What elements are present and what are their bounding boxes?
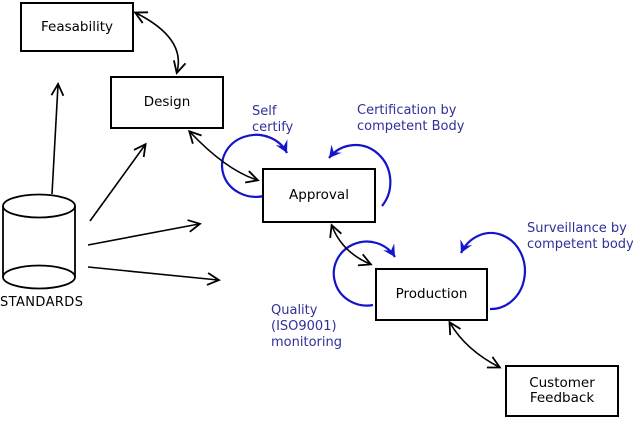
arrow-feasability-design bbox=[133, 11, 187, 75]
loop-certification bbox=[328, 143, 392, 207]
node-design-label: Design bbox=[143, 94, 191, 110]
arrow-standards-to-production bbox=[87, 266, 221, 286]
node-feasability-label: Feasability bbox=[40, 18, 113, 35]
annotation-quality-line3: monitoring bbox=[271, 335, 342, 350]
annotation-certification-line1: Certification by bbox=[357, 103, 457, 118]
annotation-quality-monitoring: Quality (ISO9001) monitoring bbox=[271, 303, 342, 351]
arrow-production-customer-feedback bbox=[448, 320, 502, 369]
node-approval: Approval bbox=[262, 168, 376, 223]
arrow-standards-to-feasability bbox=[50, 82, 65, 195]
annotation-self-certify: Self certify bbox=[252, 104, 293, 136]
node-production-label: Production bbox=[395, 286, 468, 302]
arrow-design-approval bbox=[187, 129, 260, 184]
node-customer-feedback-line1: Customer bbox=[529, 375, 595, 391]
annotation-self-certify-line1: Self bbox=[252, 104, 277, 119]
node-production: Production bbox=[375, 268, 488, 321]
arrow-standards-to-approval bbox=[87, 219, 202, 246]
node-feasability: Feasability bbox=[20, 2, 134, 52]
annotation-surveillance-line1: Surveillance by bbox=[527, 221, 627, 236]
arrow-standards-to-design bbox=[89, 142, 147, 222]
node-design: Design bbox=[110, 76, 224, 129]
node-approval-label: Approval bbox=[289, 187, 349, 203]
standards-label: STANDARDS bbox=[0, 295, 84, 310]
annotation-certification: Certification by competent Body bbox=[357, 103, 464, 135]
node-customer-feedback-line2: Feedback bbox=[529, 390, 595, 406]
annotation-surveillance-line2: competent body bbox=[527, 237, 633, 252]
annotation-certification-line2: competent Body bbox=[357, 119, 465, 134]
annotation-surveillance: Surveillance by competent body bbox=[527, 221, 633, 253]
annotation-quality-line2: (ISO9001) bbox=[271, 319, 337, 334]
annotation-self-certify-line2: certify bbox=[252, 120, 294, 135]
loop-surveillance bbox=[460, 231, 527, 311]
standards-cylinder bbox=[2, 193, 76, 290]
arrow-approval-production bbox=[329, 223, 373, 267]
node-customer-feedback: Customer Feedback bbox=[505, 365, 619, 417]
annotation-quality-line1: Quality bbox=[271, 303, 318, 318]
